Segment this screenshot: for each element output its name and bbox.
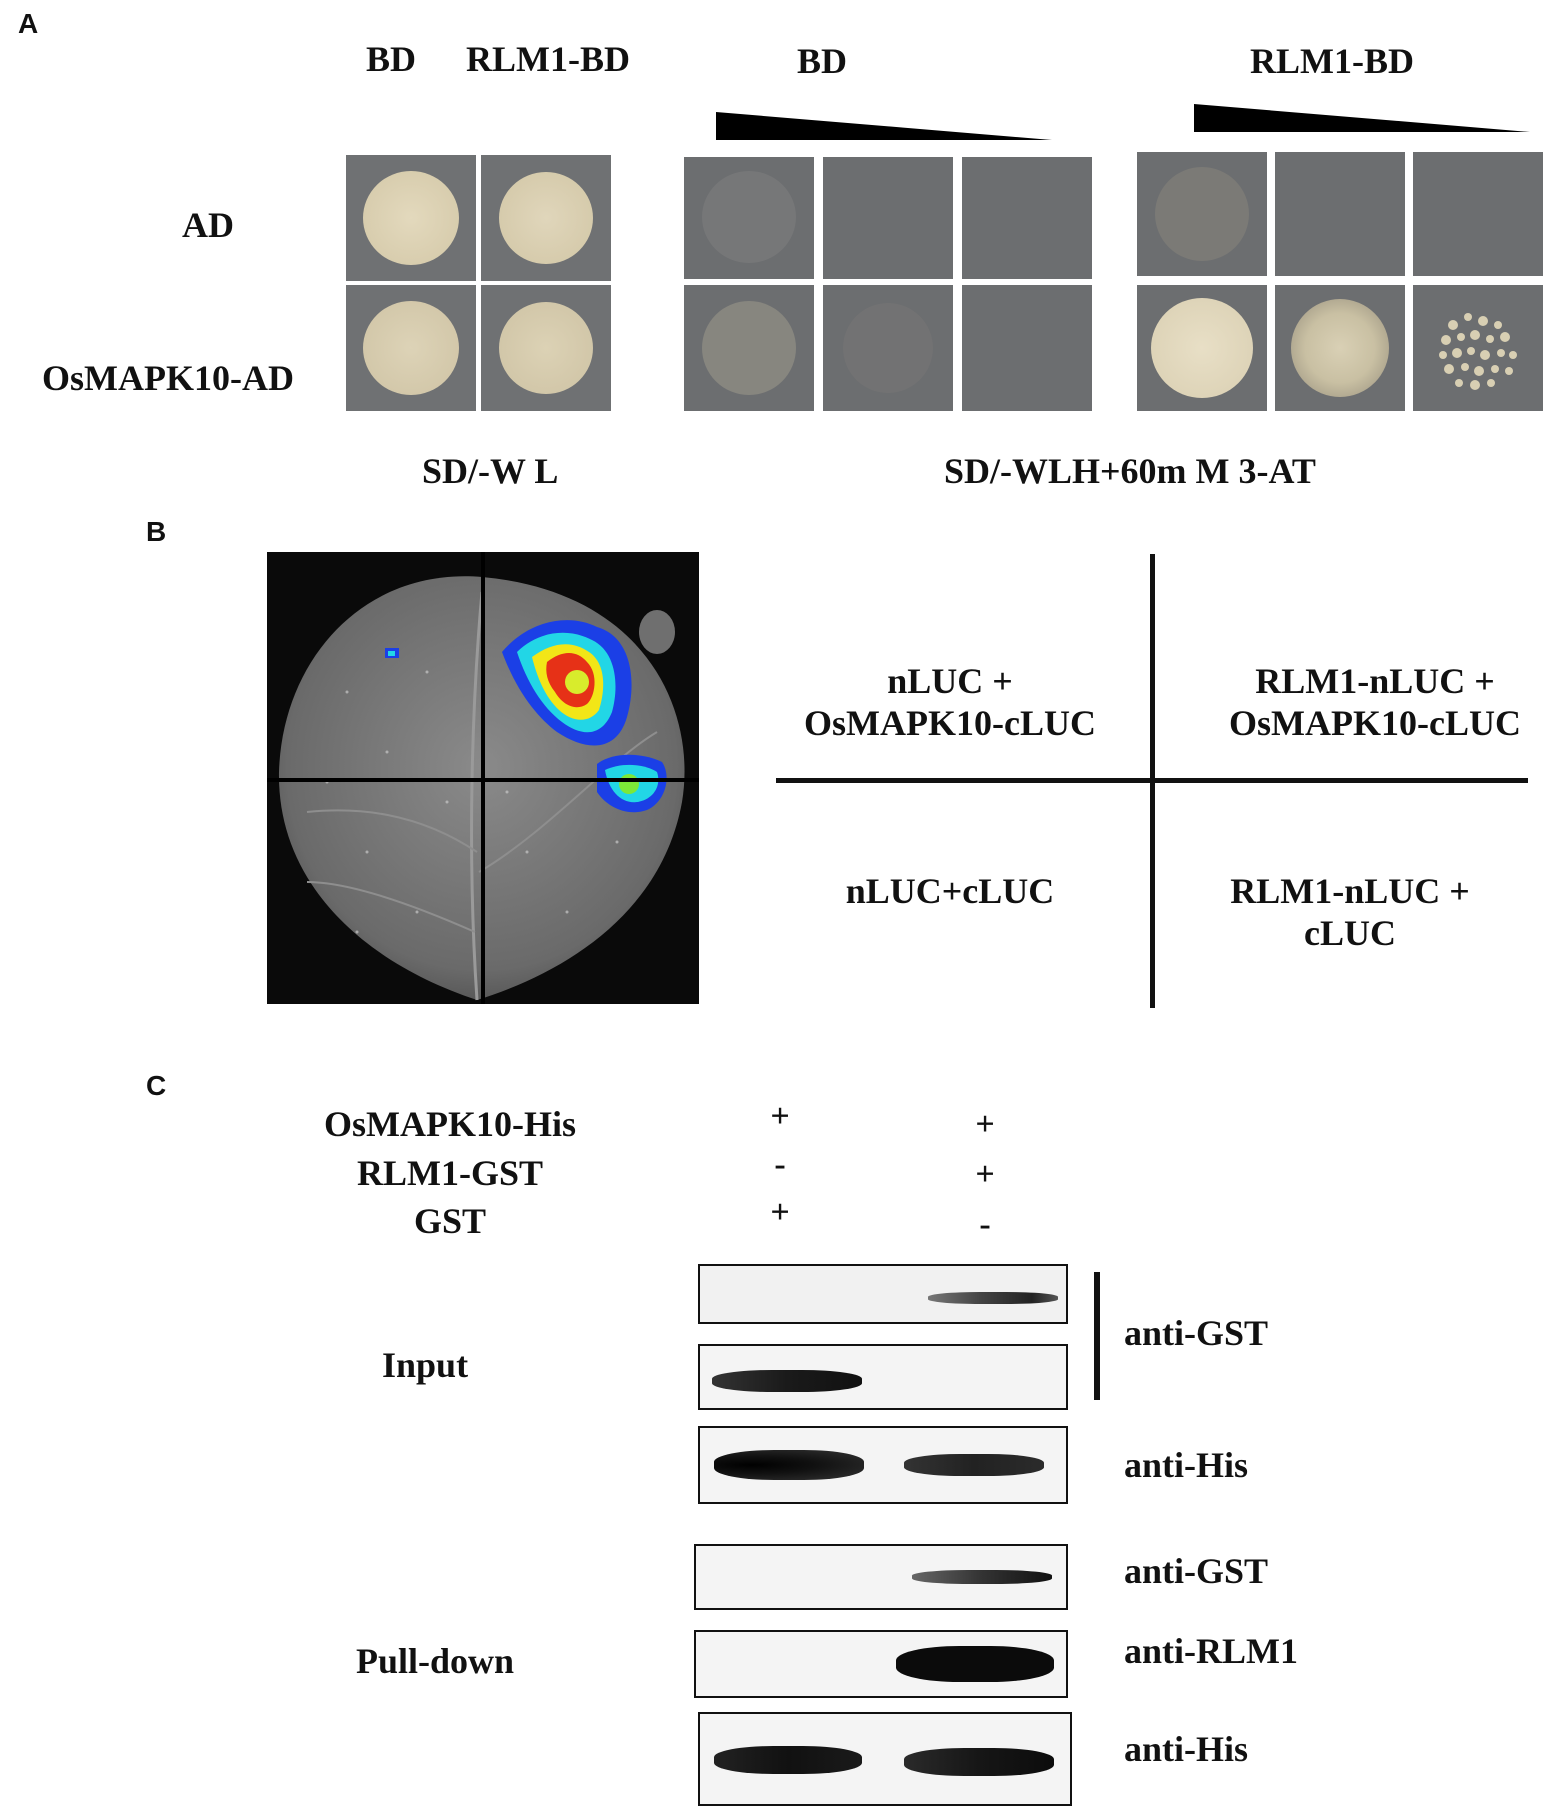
dilution-wedge-rlm1-bd	[1194, 104, 1530, 132]
medium-label-sd-wlh-3at: SD/-WLH+60m M 3-AT	[944, 451, 1316, 491]
row-label-ad: AD	[182, 205, 234, 245]
luciferase-leaf-image	[267, 552, 699, 1004]
yeast-plate-ad-bd	[346, 155, 476, 281]
yeast-plate-rlm1-osmapk10-dil2	[1275, 285, 1405, 411]
antibody-pulldown-rlm1: anti-RLM1	[1124, 1631, 1298, 1671]
blot-pulldown-his	[698, 1712, 1072, 1806]
quadrant-top-right: RLM1-nLUC + OsMAPK10-cLUC	[1229, 661, 1521, 743]
lane1-osmapk10-his: +	[770, 1098, 790, 1135]
panel-a-letter: A	[18, 8, 39, 39]
col-label-bd: BD	[366, 39, 417, 79]
lane2-gst: -	[979, 1206, 991, 1243]
antibody-pulldown-his: anti-His	[1124, 1729, 1249, 1769]
yeast-plate-rlm1-ad-dil1	[1137, 152, 1267, 276]
antibody-pulldown-gst: anti-GST	[1124, 1551, 1269, 1591]
yeast-plate-rlm1-osmapk10-dil3	[1413, 285, 1543, 411]
dilution-wedge-bd	[716, 112, 1052, 140]
medium-label-sd-wl: SD/-W L	[422, 451, 559, 491]
yeast-plate-osmapk10-rlm1-bd	[481, 285, 611, 411]
yeast-plate-bd-osmapk10-dil3	[962, 285, 1092, 411]
yeast-plate-bd-ad-dil1	[684, 157, 814, 279]
pulldown-label: Pull-down	[356, 1641, 515, 1681]
antibody-input-gst: anti-GST	[1124, 1313, 1269, 1353]
lane1-rlm1-gst: -	[774, 1146, 786, 1183]
condition-label-gst: GST	[413, 1201, 487, 1241]
row-label-osmapk10-ad: OsMAPK10-AD	[42, 358, 294, 398]
col-label-rlm1-bd: RLM1-BD	[466, 39, 630, 79]
panel-b-letter: B	[146, 516, 167, 547]
yeast-plate-rlm1-osmapk10-dil1	[1137, 285, 1267, 411]
blot-pulldown-rlm1	[694, 1630, 1068, 1698]
lane2-rlm1-gst: +	[975, 1156, 995, 1193]
lane2-osmapk10-his: +	[975, 1106, 995, 1143]
lane1-gst: +	[770, 1194, 790, 1231]
antibody-input-his: anti-His	[1124, 1445, 1249, 1485]
input-label: Input	[382, 1345, 469, 1385]
quadrant-bottom-right: RLM1-nLUC + cLUC	[1230, 871, 1470, 953]
blot-input-his	[698, 1426, 1068, 1504]
yeast-plate-bd-ad-dil2	[823, 157, 953, 279]
blot-pulldown-gst	[694, 1544, 1068, 1610]
blot-input-gst-upper	[698, 1264, 1068, 1324]
condition-label-osmapk10-his: OsMAPK10-His	[324, 1104, 576, 1144]
yeast-plate-osmapk10-bd	[346, 285, 476, 411]
condition-label-rlm1-gst: RLM1-GST	[356, 1153, 543, 1193]
yeast-plate-bd-osmapk10-dil2	[823, 285, 953, 411]
group-label-bd: BD	[797, 41, 848, 81]
yeast-plate-bd-ad-dil3	[962, 157, 1092, 279]
yeast-plate-rlm1-ad-dil2	[1275, 152, 1405, 276]
anti-gst-bracket	[1094, 1272, 1100, 1400]
yeast-plate-ad-rlm1-bd	[481, 155, 611, 281]
panel-c-letter: C	[146, 1070, 167, 1101]
yeast-plate-bd-osmapk10-dil1	[684, 285, 814, 411]
quadrant-horizontal-line	[776, 778, 1528, 783]
quadrant-bottom-left: nLUC+cLUC	[845, 871, 1055, 911]
quadrant-top-left: nLUC + OsMAPK10-cLUC	[804, 661, 1096, 743]
blot-input-gst-lower	[698, 1344, 1068, 1410]
group-label-rlm1-bd: RLM1-BD	[1250, 41, 1414, 81]
yeast-plate-rlm1-ad-dil3	[1413, 152, 1543, 276]
